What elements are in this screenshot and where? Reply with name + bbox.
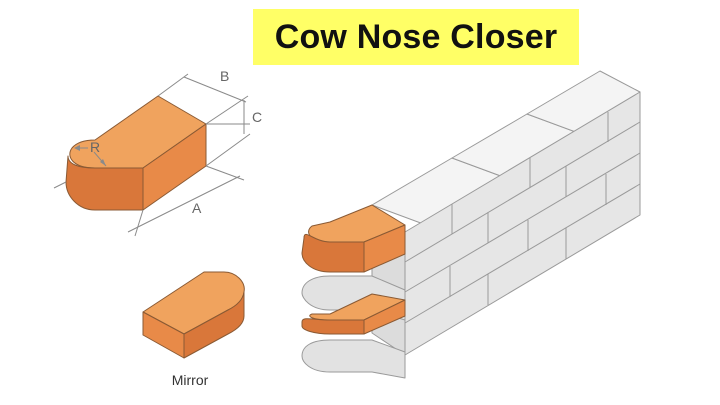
dimension-label-r: R [90,139,100,155]
dimension-label-a: A [192,200,202,216]
wall-rounded-brick [301,339,406,379]
dimension-arrowhead [74,145,80,151]
dimension-label-b: B [220,68,229,84]
diagram-title: Cow Nose Closer [274,17,558,56]
wall-closer-side-face [363,299,406,335]
dimension-label-c: C [252,109,262,125]
wall-joints [449,112,609,305]
wall-closer-front-face [301,318,365,335]
dimension-arrows [74,145,106,166]
dimension-arrowhead [100,159,106,166]
wall-cow-nose-bricks [301,204,406,335]
title-highlight: Cow Nose Closer [253,9,579,65]
mirror-side-face [183,291,245,359]
closer-brick-mirror [142,271,245,359]
closer-brick-dimensioned [65,95,207,211]
mirror-caption: Mirror [171,372,209,388]
wall-courses [404,121,641,324]
dimension-lines [53,73,251,237]
wall-closer-side-face [363,224,406,273]
